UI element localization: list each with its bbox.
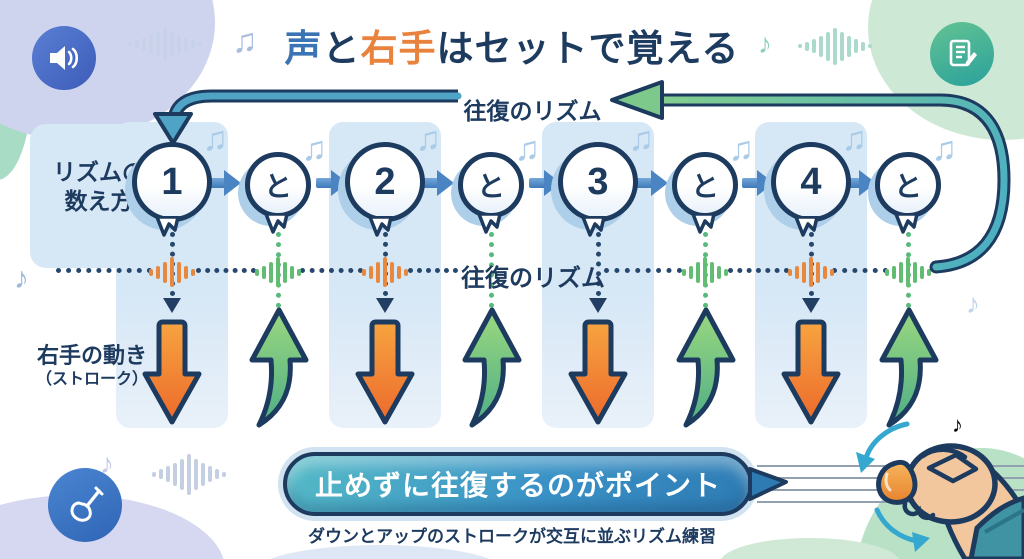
bubble-label: と [875,152,941,218]
decorative-note-icon: ♫ [232,22,258,60]
bubble-label: 1 [132,142,212,222]
decorative-note-icon: ♪ [100,448,114,479]
waveform-cluster [362,250,408,294]
down-stroke-arrow [781,316,841,433]
loop-label-top: 往復のリズム [463,98,602,124]
bubble-label: と [245,152,311,218]
corner-blob-bottom-right-light [720,538,900,559]
waveform-cluster [788,250,834,294]
decorative-waveform [128,24,202,64]
beat-bubble-と-7: ♫ と [868,130,957,234]
up-stroke-arrow [458,306,522,433]
beat-bubble-と-5: ♫ と [665,130,754,234]
dotted-line [604,268,682,273]
count-dotted-arrowhead [589,298,607,313]
bubble-tail [894,212,919,234]
dotted-line [56,268,152,273]
speaker-icon [32,26,96,90]
beat-bubble-1-0: ♫ 1 [125,120,228,237]
title-segment-0: 声 [284,28,323,69]
music-note-icon: ♫ [628,120,655,158]
and-dotted-line [489,232,494,308]
left-arrowhead [610,80,664,120]
waveform-cluster [255,250,301,294]
beat-bubble-と-3: ♫ と [451,130,540,234]
decorative-waveform [152,450,226,498]
bottom-caption: ダウンとアップのストロークが交互に並ぶリズム練習 [308,527,716,546]
music-note-icon: ♫ [415,120,442,158]
music-note-icon: ♫ [202,120,229,158]
count-dotted-arrowhead [376,298,394,313]
decorative-waveform [798,24,872,68]
waveform-cluster [885,250,931,294]
stroke-row-label: 右手の動き （ストローク） [35,343,148,388]
callout-tail [748,467,788,501]
up-down-motion-arrow [863,421,910,461]
count-dotted-arrowhead [802,298,820,313]
music-note-icon: ♫ [931,130,958,168]
down-stroke-arrow [355,316,415,433]
count-dotted-arrowhead [163,298,181,313]
key-point-callout: 止めずに往復するのがポイント [283,452,753,516]
title-segment-3: はセットで覚える [436,28,740,69]
bubble-tail [368,215,393,237]
count-dotted-line [596,232,601,296]
bubble-tail [477,212,502,234]
decorative-note-icon: ♪ [758,28,772,59]
bubble-label: と [672,152,738,218]
down-stroke-arrow [142,316,202,433]
loop-label-mid: 往復のリズム [461,265,605,292]
bubble-tail [581,215,606,237]
bubble-tail [691,212,716,234]
corner-blob-bottom-center [250,545,510,559]
strumming-hand [856,421,1024,559]
beat-bubble-2-2: ♫ 2 [338,120,441,237]
up-stroke-arrow [875,306,939,433]
bubble-label: と [458,152,524,218]
beat-bubble-と-1: ♫ と [238,130,327,234]
title-segment-2: 右手 [360,28,437,69]
waveform-cluster [682,250,728,294]
waveform-cluster [149,250,195,294]
title-segment-1: と [322,28,361,69]
decorative-note-icon: ♪ [952,412,963,437]
bubble-label: 2 [345,142,425,222]
music-note-icon: ♫ [301,130,328,168]
decorative-note-icon: ♪ [966,288,980,319]
dotted-line [196,268,256,273]
music-note-icon: ♫ [728,130,755,168]
music-note-icon: ♫ [841,120,868,158]
dotted-line [832,268,888,273]
page-title: 声と右手はセットで覚える [0,18,1024,72]
up-stroke-arrow [672,306,736,433]
down-stroke-arrow [568,316,628,433]
bubble-tail [155,215,180,237]
dotted-line [728,268,789,273]
beat-bubble-4-6: ♫ 4 [764,120,867,237]
beat-flow-arrow [422,170,456,196]
bubble-tail [794,215,819,237]
bubble-tail [264,212,289,234]
guitar-pick [876,459,918,505]
music-note-icon: ♫ [514,130,541,168]
up-stroke-arrow [245,306,309,433]
dotted-line [408,268,458,273]
memo-pencil-icon [930,22,994,86]
beat-flow-arrow [209,170,243,196]
dotted-line [300,268,363,273]
guitar-icon [48,468,122,542]
decorative-note-icon: ♪ [14,262,29,295]
beat-bubble-3-4: ♫ 3 [551,120,654,237]
bubble-label: 4 [771,142,851,222]
bubble-label: 3 [558,142,638,222]
down-up-motion-arrow [874,507,920,544]
